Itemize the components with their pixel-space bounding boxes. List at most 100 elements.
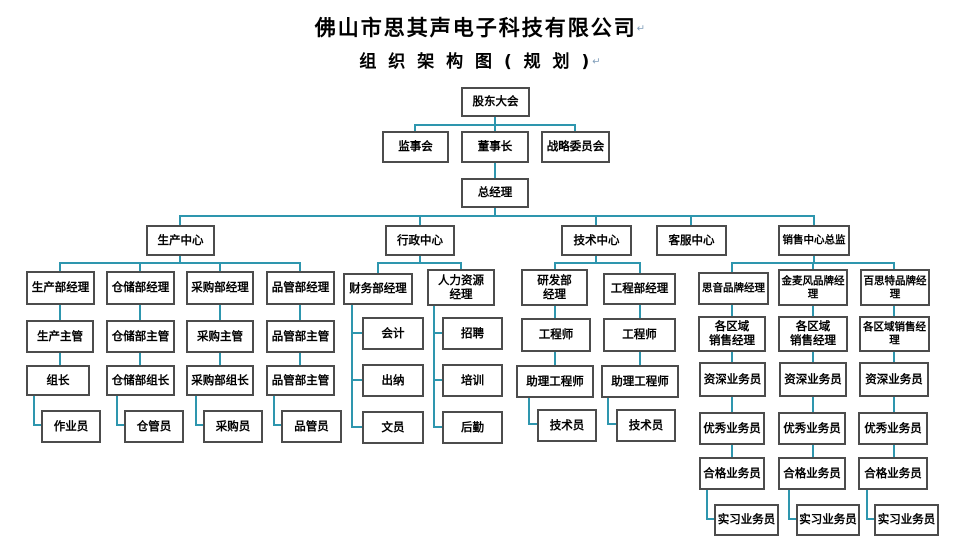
connector-line <box>574 125 576 131</box>
connector-line <box>59 263 61 271</box>
connector-line <box>554 263 556 269</box>
org-node-strategy-committee: 战略委员会 <box>541 131 610 163</box>
connector-line <box>812 352 814 362</box>
connector-line <box>433 332 442 334</box>
connector-line <box>706 490 708 520</box>
org-node-team-leader: 组长 <box>26 365 90 396</box>
line-break-mark: ↵ <box>592 56 601 68</box>
org-node-service-center: 客服中心 <box>656 225 727 256</box>
org-node-logistics: 后勤 <box>442 411 503 444</box>
org-node-excellent-sales-2: 优秀业务员 <box>778 412 846 445</box>
connector-line <box>813 256 815 263</box>
connector-line <box>607 398 609 425</box>
connector-line <box>731 305 733 316</box>
connector-line <box>59 353 61 365</box>
connector-line <box>116 424 124 426</box>
connector-line <box>554 262 641 264</box>
connector-line <box>893 306 895 316</box>
connector-line <box>179 215 815 217</box>
connector-line <box>690 216 692 225</box>
connector-line <box>639 263 641 273</box>
connector-line <box>139 263 141 271</box>
connector-line <box>812 263 814 269</box>
connector-line <box>788 490 790 520</box>
connector-line <box>351 305 353 427</box>
connector-line <box>595 216 597 225</box>
connector-line <box>812 306 814 316</box>
org-node-excellent-sales-1: 优秀业务员 <box>699 412 765 445</box>
org-node-rd-manager: 研发部 经理 <box>521 269 588 306</box>
org-node-production-supervisor: 生产主管 <box>26 320 94 353</box>
connector-line <box>414 125 416 131</box>
connector-line <box>866 490 868 520</box>
connector-line <box>433 379 442 381</box>
org-node-chairman: 董事长 <box>461 131 529 163</box>
org-node-engineer-eng: 工程师 <box>603 318 676 352</box>
connector-line <box>273 396 275 426</box>
org-node-warehouse-keeper: 仓管员 <box>124 410 184 443</box>
connector-line <box>377 263 379 273</box>
connector-line <box>731 445 733 457</box>
org-node-warehouse-leader: 仓储部组长 <box>106 365 175 396</box>
connector-line <box>494 208 496 216</box>
org-node-intern-sales-3: 实习业务员 <box>874 504 939 536</box>
org-node-regional-sales-manager-3: 各区域销售经 理 <box>859 316 930 352</box>
line-break-mark: ↵ <box>636 23 646 35</box>
org-node-intern-sales-2: 实习业务员 <box>796 504 860 536</box>
chart-header-company: 佛山市思其声电子科技有限公司↵ <box>0 12 960 42</box>
org-node-purchasing-manager: 采购部经理 <box>186 271 254 305</box>
connector-line <box>706 518 714 520</box>
org-node-finance-manager: 财务部经理 <box>343 273 413 305</box>
connector-line <box>219 263 221 271</box>
connector-line <box>419 216 421 225</box>
connector-line <box>179 256 181 263</box>
connector-line <box>639 352 641 365</box>
connector-line <box>179 216 181 225</box>
connector-line <box>528 398 530 425</box>
org-node-accountant: 会计 <box>362 317 424 350</box>
connector-line <box>788 518 796 520</box>
org-node-brand-manager-baisite: 百思特品牌经 理 <box>860 269 930 306</box>
org-node-supervisory-board: 监事会 <box>382 131 449 163</box>
org-node-qc-supervisor: 品管部主管 <box>266 320 335 353</box>
org-node-qc-staff: 品管员 <box>281 410 342 443</box>
connector-line <box>494 163 496 178</box>
connector-line <box>195 396 197 426</box>
connector-line <box>893 397 895 412</box>
connector-line <box>33 396 35 426</box>
chart-header-title: 组 织 架 构 图 ( 规 划 )↵ <box>0 47 960 72</box>
connector-line <box>59 305 61 320</box>
org-node-excellent-sales-3: 优秀业务员 <box>858 412 928 445</box>
connector-line <box>893 352 895 362</box>
org-node-purchasing-supervisor: 采购主管 <box>186 320 254 353</box>
org-node-brand-manager-siyin: 思音品牌经理 <box>698 272 769 305</box>
org-node-technician-rd: 技术员 <box>537 409 597 442</box>
connector-line <box>351 332 362 334</box>
connector-line <box>731 263 733 272</box>
org-node-assistant-engineer-rd: 助理工程师 <box>516 365 594 398</box>
org-node-admin-center: 行政中心 <box>385 225 455 256</box>
org-node-production-manager: 生产部经理 <box>26 271 95 305</box>
org-node-training: 培训 <box>442 364 503 397</box>
connector-line <box>219 305 221 320</box>
org-node-regional-sales-manager-2: 各区域 销售经理 <box>778 316 848 352</box>
org-node-shareholders-meeting: 股东大会 <box>461 87 530 117</box>
connector-line <box>139 353 141 365</box>
connector-line <box>299 263 301 271</box>
connector-line <box>419 256 421 263</box>
connector-line <box>433 426 442 428</box>
connector-line <box>595 256 597 263</box>
org-node-engineering-manager: 工程部经理 <box>603 273 676 305</box>
connector-line <box>195 424 203 426</box>
connector-line <box>528 423 537 425</box>
org-node-senior-sales-3: 资深业务员 <box>859 362 929 397</box>
org-node-senior-sales-2: 资深业务员 <box>779 362 847 397</box>
org-node-qualified-sales-3: 合格业务员 <box>858 457 928 490</box>
connector-line <box>893 445 895 457</box>
connector-line <box>812 397 814 412</box>
org-node-qc-supervisor-2: 品管部主管 <box>266 365 335 396</box>
connector-line <box>639 305 641 318</box>
connector-line <box>299 353 301 365</box>
company-title: 佛山市思其声电子科技有限公司 <box>314 16 637 40</box>
connector-line <box>554 352 556 365</box>
